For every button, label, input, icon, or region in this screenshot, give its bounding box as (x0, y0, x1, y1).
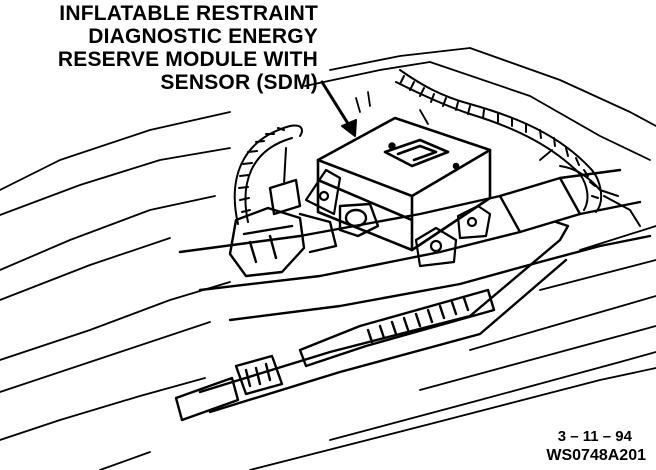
floor-panel-lines (0, 47, 656, 470)
figure-footer: 3 – 11 – 94 WS0748A201 (546, 428, 646, 466)
floor-tunnel (178, 168, 652, 322)
callout-line-1: INFLATABLE RESTRAINT (59, 2, 318, 25)
sdm-module-body (316, 116, 492, 252)
harness-clips (355, 91, 553, 161)
floor-trim-strip (174, 220, 570, 422)
callout-line-3: RESERVE MODULE WITH (57, 48, 318, 71)
sdm-mounting-brackets (304, 168, 492, 268)
sdm-callout-label: INFLATABLE RESTRAINT DIAGNOSTIC ENERGY R… (6, 2, 318, 94)
callout-line-2: DIAGNOSTIC ENERGY (88, 25, 318, 48)
figure-id: WS0748A201 (546, 447, 646, 464)
callout-arrow (320, 80, 357, 137)
wiring-harness-left (233, 124, 303, 225)
drawing-date: 3 – 11 – 94 (557, 428, 632, 445)
wiring-harness-right (395, 69, 641, 227)
callout-line-4: SENSOR (SDM) (160, 71, 318, 94)
wiring-connectors (228, 178, 380, 278)
